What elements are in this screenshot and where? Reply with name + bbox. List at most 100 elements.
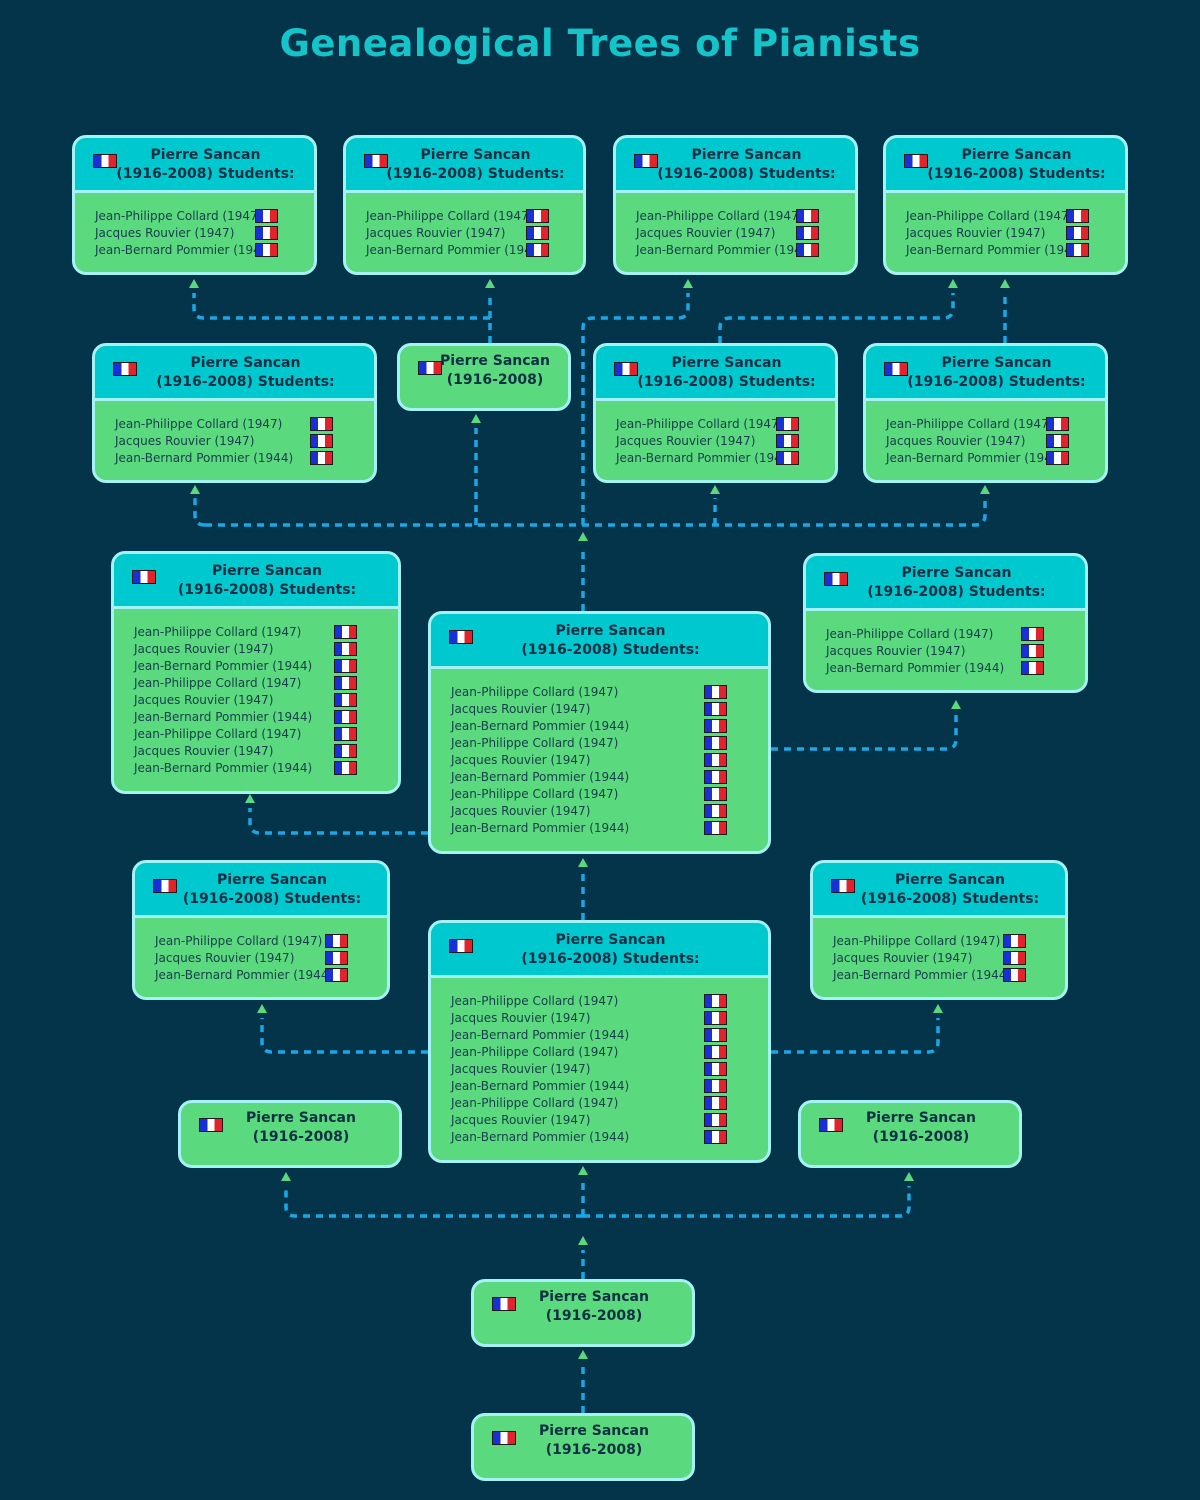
france-flag-icon: [526, 209, 549, 223]
pianist-node-r6: Pierre Sancan(1916-2008): [471, 1279, 695, 1347]
node-header: Pierre Sancan(1916-2008) Students:: [95, 346, 374, 401]
students-heading: (1916-2008) Students:: [386, 166, 565, 182]
pianist-node-r2b: Pierre Sancan(1916-2008): [397, 343, 571, 411]
node-header: Pierre Sancan(1916-2008) Students:: [813, 863, 1065, 918]
students-heading: (1916-2008) Students:: [927, 166, 1106, 182]
student-list: Jean-Philippe Collard (1947) Jacques Rouv…: [431, 978, 768, 1146]
node-title: Pierre Sancan(1916-2008) Students:: [914, 146, 1119, 184]
france-flag-icon: [614, 362, 638, 376]
student-name: Jean-Bernard Pommier (1944): [115, 451, 294, 465]
student-name: Jean-Philippe Collard (1947): [134, 676, 302, 690]
arrowhead-icon: [190, 485, 200, 494]
france-flag-icon: [824, 572, 848, 586]
france-flag-icon: [310, 434, 333, 448]
student-row: Jacques Rouvier (1947): [451, 803, 748, 820]
student-list: Jean-Philippe Collard (1947) Jacques Rouv…: [866, 401, 1105, 467]
pianist-years: (1916-2008): [872, 1129, 970, 1145]
node-header: Pierre Sancan(1916-2008) Students:: [75, 138, 314, 193]
node-title: Pierre Sancan(1916-2008): [502, 1422, 686, 1460]
node-title: Pierre Sancan(1916-2008) Students:: [142, 562, 392, 600]
student-row: Jean-Philippe Collard (1947): [451, 993, 748, 1010]
student-name: Jean-Bernard Pommier (1944): [451, 770, 630, 784]
france-flag-icon: [1021, 644, 1044, 658]
pianist-name: Pierre Sancan: [555, 932, 666, 948]
student-name: Jean-Philippe Collard (1947): [886, 417, 1054, 431]
student-list: Jean-Philippe Collard (1947)Jacques Rouv…: [75, 193, 314, 259]
node-header: Pierre Sancan (1916-2008) Students:: [431, 923, 768, 978]
arrowhead-icon: [281, 1172, 291, 1181]
student-row: Jean-Philippe Collard (1947): [833, 933, 1045, 950]
student-name: Jean-Bernard Pommier (1944): [134, 710, 313, 724]
connector-line: [771, 1018, 940, 1054]
connector-line: [718, 293, 955, 343]
student-name: Jacques Rouvier (1947): [833, 951, 973, 965]
student-name: Jacques Rouvier (1947): [451, 1113, 591, 1127]
student-row: Jean-Philippe Collard (1947): [451, 1095, 748, 1112]
student-name: Jean-Philippe Collard (1947): [155, 934, 323, 948]
france-flag-icon: [1066, 243, 1089, 257]
node-title: Pierre Sancan (1916-2008) Students:: [459, 931, 762, 969]
pianist-name: Pierre Sancan: [212, 563, 322, 579]
arrowhead-icon: [485, 279, 495, 288]
student-list: Jean-Philippe Collard (1947)Jacques Rouv…: [616, 193, 855, 259]
pianist-node-r4c: Pierre Sancan(1916-2008) Students: Jean-P…: [810, 860, 1068, 1000]
france-flag-icon: [1021, 661, 1044, 675]
student-list: Jean-Philippe Collard (1947) Jacques Rouv…: [114, 609, 398, 777]
node-title: Pierre Sancan(1916-2008) Students:: [459, 622, 762, 660]
france-flag-icon: [704, 753, 727, 767]
student-name: Jean-Philippe Collard (1947): [451, 685, 619, 699]
france-flag-icon: [334, 625, 357, 639]
pianist-node-r1c: Pierre Sancan(1916-2008) Students: Jean-P…: [613, 135, 858, 275]
node-title: Pierre Sancan(1916-2008) Students:: [644, 146, 849, 184]
student-name: Jacques Rouvier (1947): [886, 434, 1026, 448]
pianist-name: Pierre Sancan: [941, 355, 1052, 371]
student-name: Jacques Rouvier (1947): [636, 226, 776, 240]
pianist-node-r1d: Pierre Sancan(1916-2008) Students: Jean-P…: [883, 135, 1128, 275]
students-heading: (1916-2008) Students:: [637, 374, 816, 390]
france-flag-icon: [255, 209, 278, 223]
france-flag-icon: [1066, 209, 1089, 223]
student-name: Jean-Philippe Collard (1947): [95, 209, 263, 223]
student-name: Jean-Bernard Pommier (1944): [134, 659, 313, 673]
student-name: Jean-Bernard Pommier (1944): [616, 451, 795, 465]
students-heading: (1916-2008) Students:: [521, 951, 700, 967]
student-name: Jean-Bernard Pommier (1944): [451, 1079, 630, 1093]
france-flag-icon: [334, 693, 357, 707]
france-flag-icon: [1003, 968, 1026, 982]
node-title: Pierre Sancan(1916-2008): [829, 1109, 1013, 1147]
france-flag-icon: [704, 1113, 727, 1127]
pianist-name: Pierre Sancan: [901, 565, 1012, 581]
student-name: Jean-Philippe Collard (1947): [451, 1096, 619, 1110]
pianist-years: (1916-2008): [545, 1442, 643, 1458]
france-flag-icon: [704, 1045, 727, 1059]
node-title: Pierre Sancan(1916-2008) Students:: [374, 146, 577, 184]
student-row: Jean-Philippe Collard (1947): [451, 684, 748, 701]
pianist-name: Pierre Sancan: [895, 872, 1005, 888]
student-name: Jean-Philippe Collard (1947): [906, 209, 1074, 223]
student-list: Jean-Philippe Collard (1947)Jacques Rouv…: [886, 193, 1125, 259]
student-row: Jean-Philippe Collard (1947): [115, 416, 354, 433]
student-row: Jean-Bernard Pommier (1944): [833, 967, 1045, 984]
student-row: Jean-Bernard Pommier (1944): [134, 658, 378, 675]
node-title: Pierre Sancan(1916-2008): [502, 1288, 686, 1326]
france-flag-icon: [1003, 951, 1026, 965]
france-flag-icon: [704, 770, 727, 784]
pianist-name: Pierre Sancan: [150, 147, 261, 163]
student-name: Jacques Rouvier (1947): [451, 1062, 591, 1076]
france-flag-icon: [526, 243, 549, 257]
france-flag-icon: [325, 968, 348, 982]
france-flag-icon: [1046, 434, 1069, 448]
pianist-node-r3b: Pierre Sancan(1916-2008) Students: Jean-P…: [428, 611, 771, 854]
student-list: Jean-Philippe Collard (1947)Jacques Rouv…: [346, 193, 583, 259]
france-flag-icon: [93, 154, 117, 168]
students-heading: (1916-2008) Students:: [182, 891, 362, 907]
pianist-name: Pierre Sancan: [217, 872, 327, 888]
student-name: Jacques Rouvier (1947): [826, 644, 966, 658]
arrowhead-icon: [933, 1004, 943, 1013]
pianist-node-r1b: Pierre Sancan(1916-2008) Students: Jean-P…: [343, 135, 586, 275]
pianist-years: (1916-2008): [545, 1308, 643, 1324]
student-row: Jacques Rouvier (1947): [134, 743, 378, 760]
student-row: Jacques Rouvier (1947): [134, 641, 378, 658]
pianist-name: Pierre Sancan: [246, 1110, 356, 1126]
student-name: Jean-Bernard Pommier (1944): [451, 1130, 630, 1144]
